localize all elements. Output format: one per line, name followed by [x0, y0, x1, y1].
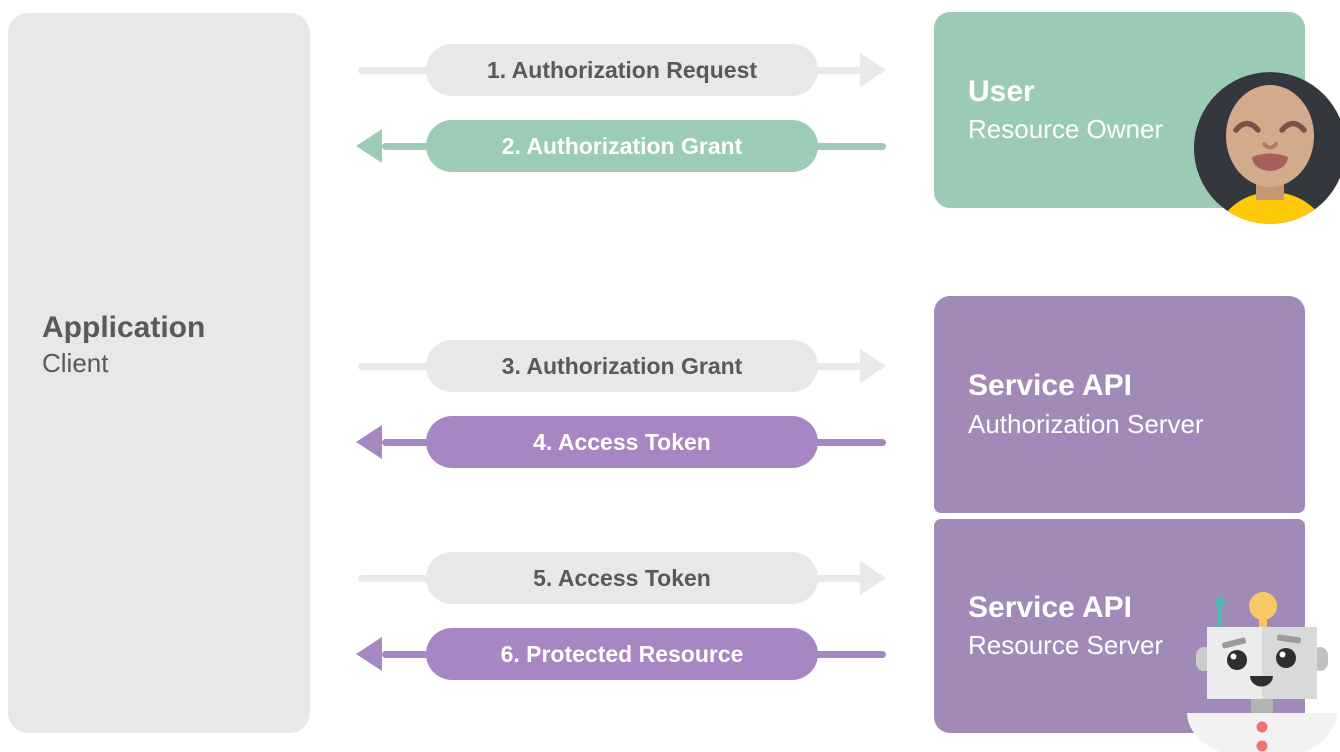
application-subtitle: Client	[42, 347, 109, 378]
robot-button	[1256, 740, 1268, 752]
user-subtitle: Resource Owner	[968, 114, 1164, 145]
auth-server-subtitle: Authorization Server	[968, 408, 1204, 439]
arrowhead-right-icon	[860, 53, 886, 87]
auth-server-title: Service API	[968, 369, 1132, 403]
robot-right-ear	[1312, 647, 1328, 671]
user-title: User	[968, 74, 1035, 108]
flow-label-pill: 1. Authorization Request	[426, 44, 818, 96]
arrowhead-right-icon	[860, 561, 886, 595]
flow-protected-resource-back: 6. Protected Resource	[352, 628, 892, 680]
application-title: Application	[42, 311, 206, 344]
flow-label-pill: 3. Authorization Grant	[426, 340, 818, 392]
arrowhead-left-icon	[356, 637, 382, 671]
authorization-server-box: Service API Authorization Server	[934, 296, 1305, 513]
flow-access-token-back: 4. Access Token	[352, 416, 892, 468]
flow-label-pill: 2. Authorization Grant	[426, 120, 818, 172]
user-resource-owner-box: User Resource Owner	[934, 12, 1305, 208]
arrowhead-right-icon	[860, 349, 886, 383]
flow-label-pill: 4. Access Token	[426, 416, 818, 468]
flow-label-pill: 5. Access Token	[426, 552, 818, 604]
application-client-box: Application Client	[8, 13, 310, 733]
flow-label-pill: 6. Protected Resource	[426, 628, 818, 680]
resource-server-title: Service API	[968, 590, 1132, 624]
arrowhead-left-icon	[356, 129, 382, 163]
flow-authorization-grant-forward: 3. Authorization Grant	[352, 340, 892, 392]
flow-authorization-request: 1. Authorization Request	[352, 44, 892, 96]
arrowhead-left-icon	[356, 425, 382, 459]
resource-server-box: Service API Resource Server	[934, 519, 1305, 733]
flow-access-token-forward: 5. Access Token	[352, 552, 892, 604]
resource-server-subtitle: Resource Server	[968, 630, 1164, 661]
application-client-text: Application Client	[42, 309, 205, 380]
flow-authorization-grant-back: 2. Authorization Grant	[352, 120, 892, 172]
